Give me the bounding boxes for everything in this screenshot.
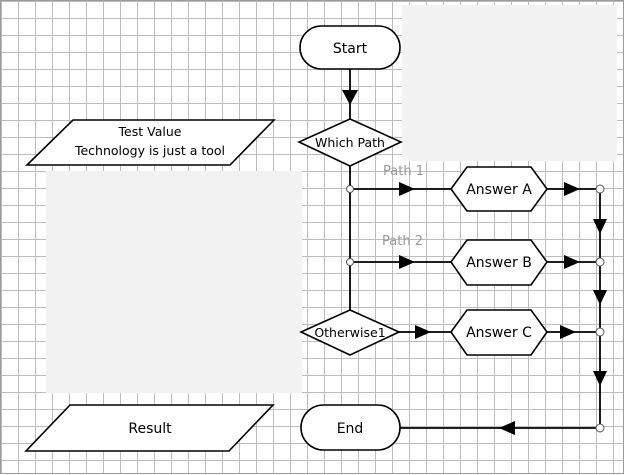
end-label: End [337, 421, 364, 437]
start-label: Start [333, 41, 368, 57]
arrow-head [342, 90, 358, 105]
start-terminal[interactable] [299, 25, 401, 70]
decision-otherwise[interactable] [299, 309, 401, 356]
otherwise-label: Otherwise1 [314, 325, 385, 340]
path-1-label: Path 1 [383, 164, 424, 179]
junction-node [346, 258, 354, 266]
arrow-head [593, 290, 607, 305]
answer-c-label: Answer C [466, 325, 532, 341]
arrow-head [564, 255, 580, 269]
answer-b-process[interactable] [450, 239, 548, 286]
end-terminal[interactable] [300, 404, 401, 451]
result-label: Result [128, 421, 172, 437]
arrow-head [399, 255, 415, 269]
decision-which-path[interactable] [297, 118, 403, 167]
arrow-head [399, 182, 415, 196]
answer-b-label: Answer B [466, 255, 532, 271]
input-line-2: Technology is just a tool [74, 143, 225, 158]
junction-node [595, 257, 605, 267]
input-parallelogram[interactable] [25, 119, 276, 166]
input-line-1: Test Value [118, 124, 182, 139]
decision-label: Which Path [315, 135, 385, 150]
arrow-head [499, 421, 515, 435]
arrow-head [593, 371, 607, 386]
answer-a-label: Answer A [466, 182, 532, 198]
masked-region-top-right [402, 5, 617, 161]
arrow-head [560, 325, 576, 339]
answer-a-process[interactable] [450, 166, 548, 212]
path-2-label: Path 2 [382, 234, 423, 249]
result-parallelogram[interactable] [24, 404, 275, 452]
arrow-head [593, 219, 607, 234]
arrow-head [415, 325, 431, 339]
junction-node [595, 327, 605, 337]
arrow-head [564, 182, 580, 196]
junction-node [595, 423, 605, 433]
masked-region-left [46, 171, 302, 393]
junction-node [346, 185, 354, 193]
junction-node [595, 184, 605, 194]
answer-c-process[interactable] [450, 309, 548, 356]
